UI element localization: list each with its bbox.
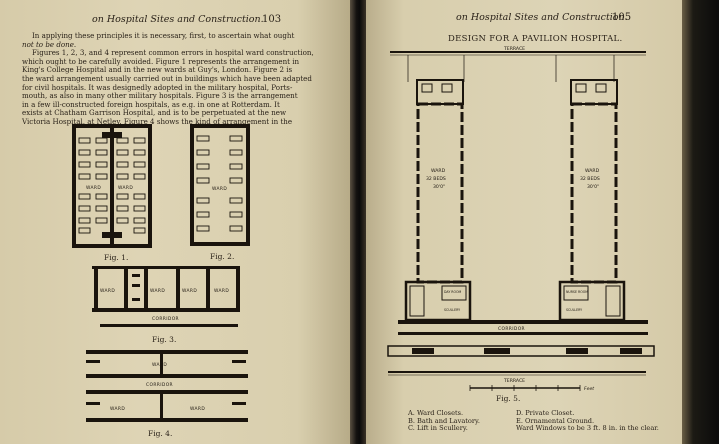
right-ward-size: 30'0": [587, 184, 599, 190]
body-paragraph: In applying these principles it is neces…: [22, 31, 318, 127]
corridor-wall-top: [398, 320, 648, 324]
fig3-corridor-label: CORRIDOR: [152, 316, 179, 322]
fig-1-caption: Fig. 1.: [104, 253, 129, 262]
corridor-wall-bottom: [398, 332, 648, 335]
paragraph-line: Victoria Hospital, at Netley. Figure 4 s…: [22, 116, 293, 126]
top-terrace-label: TERRACE: [503, 46, 525, 52]
left-ward-size: 30'0": [433, 184, 445, 190]
right-ward-beds: 32 BEDS: [580, 176, 600, 182]
left-running-head: on Hospital Sites and Construction.: [92, 14, 264, 25]
bottom-terrace-label: TERRACE: [503, 378, 525, 384]
paragraph-line: for civil hospitals. It was designedly a…: [22, 82, 293, 92]
legend-left: A. Ward Closets. B. Bath and Lavatory. C…: [408, 409, 480, 433]
figure-4-plan: WARD CORRIDOR WARD WARD: [86, 350, 248, 422]
figure-1-plan: WARD WARD: [72, 124, 152, 248]
paragraph-line: in a few ill-constructed foreign hospita…: [22, 99, 280, 109]
fig4-corridor-label: CORRIDOR: [146, 382, 173, 388]
fig4-ward-label-left: WARD: [110, 406, 125, 412]
fig1-ward-label-left: WARD: [86, 185, 101, 191]
left-ward-label: WARD: [431, 168, 446, 174]
legend-item: C. Lift in Scullery.: [408, 424, 468, 433]
scale-label: Feet: [584, 386, 594, 392]
fig4-ward-label-right: WARD: [190, 406, 205, 412]
plate-title: DESIGN FOR A PAVILION HOSPITAL.: [448, 34, 623, 44]
paragraph-line: mouth, as also in many other military ho…: [22, 91, 298, 101]
right-scullery: SCULLERY: [566, 308, 582, 312]
paragraph-line: In applying these principles it is neces…: [32, 31, 295, 40]
fig4-ward-label-top: WARD: [152, 362, 167, 368]
figure-3-plan: WARD WARD WARD WARD CORRIDOR: [92, 266, 240, 327]
fig3-ward-label-3: WARD: [182, 288, 197, 294]
legend-item: A. Ward Closets.: [408, 409, 464, 417]
pavilion-hospital-plan: TERRACE WARD 32 BEDS 30'0" DAY ROOM SCUL…: [387, 46, 655, 392]
paragraph-line: which ought to be carefully avoided. Fig…: [22, 56, 300, 66]
fig1-ward-label-right: WARD: [118, 185, 133, 191]
fig3-ward-label-4: WARD: [214, 288, 229, 294]
right-ward-label: WARD: [585, 168, 600, 174]
legend-item: B. Bath and Lavatory.: [408, 416, 480, 425]
paragraph-line: King's College Hospital and in the new w…: [22, 65, 293, 75]
legend-item: D. Private Closet.: [516, 409, 575, 417]
book-edge-shadow: [682, 0, 719, 444]
book-gutter: [350, 0, 366, 444]
fig-3-caption: Fig. 3.: [152, 335, 177, 344]
paragraph-line: Figures 1, 2, 3, and 4 represent common …: [32, 48, 314, 58]
left-page-number: 103: [262, 14, 282, 25]
fig-2-caption: Fig. 2.: [210, 252, 235, 261]
right-nurse-room: NURSE ROOM: [566, 290, 588, 294]
fig-5-caption: Fig. 5.: [496, 394, 521, 403]
paragraph-line: not to be done.: [22, 39, 77, 49]
left-ward-beds: 32 BEDS: [426, 176, 446, 182]
left-day-room: DAY ROOM: [444, 290, 462, 294]
fig2-ward-label: WARD: [212, 186, 227, 192]
legend-item: Ward Windows to be 3 ft. 8 in. in the cl…: [516, 424, 659, 433]
paragraph-line: the ward arrangement usually carried out…: [22, 73, 312, 83]
right-page-number: 105: [612, 12, 632, 23]
fig3-ward-label-1: WARD: [100, 288, 115, 294]
legend-right: D. Private Closet. E. Ornamental Ground.…: [516, 409, 659, 433]
figure-2-plan: WARD: [190, 124, 250, 246]
paragraph-line: exists at Chatham Garrison Hospital, and…: [22, 108, 287, 118]
fig3-ward-label-2: WARD: [150, 288, 165, 294]
fig-4-caption: Fig. 4.: [148, 429, 173, 438]
left-pavilion: WARD 32 BEDS 30'0" DAY ROOM SCULLERY: [404, 79, 472, 322]
left-book-page: on Hospital Sites and Construction. 103 …: [0, 0, 350, 444]
right-pavilion: WARD 32 BEDS 30'0" NURSE ROOM SCULLERY: [558, 79, 626, 322]
legend-item: E. Ornamental Ground.: [516, 416, 595, 425]
left-scullery: SCULLERY: [444, 308, 460, 312]
corridor-label: CORRIDOR: [498, 326, 525, 332]
right-running-head: on Hospital Sites and Construction.: [456, 12, 628, 23]
